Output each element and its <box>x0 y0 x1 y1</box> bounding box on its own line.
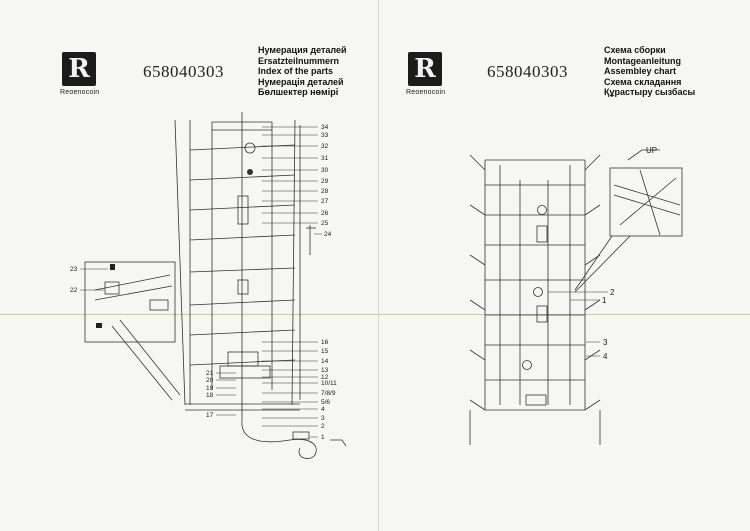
detail-inset-left <box>84 261 181 401</box>
title-ua: Нумерація деталей <box>258 76 344 87</box>
product-code-right: 658040303 <box>487 62 568 81</box>
part-number: 31 <box>321 155 329 162</box>
part-number: 24 <box>324 231 332 238</box>
part-number: 7/8/9 <box>321 390 336 397</box>
part-number: 19 <box>206 385 214 392</box>
product-code-left: 658040303 <box>143 62 224 81</box>
part-number: 17 <box>206 412 214 419</box>
title-ru: Схема сборки <box>604 45 666 55</box>
guide-line <box>0 314 750 315</box>
part-number: 22 <box>70 287 78 294</box>
part-number: 10/11 <box>321 380 337 387</box>
assembly-chart <box>469 149 683 445</box>
part-number: 27 <box>321 198 329 205</box>
title-en: Assembley chart <box>604 66 677 76</box>
bulb-icon <box>533 287 543 297</box>
bulb-icon <box>522 360 532 370</box>
part-number: 13 <box>321 367 329 374</box>
detail-label-up: UP <box>646 146 657 155</box>
title-block-right: Схема сборки Montageanleitung Assembley … <box>604 45 695 98</box>
part-number: 34 <box>321 124 329 131</box>
part-number: 2 <box>321 423 325 430</box>
title-ru: Нумерация деталей <box>258 45 347 55</box>
title-block-left: Нумерация деталей Ersatzteilnummern Inde… <box>258 45 347 98</box>
callout-number: 3 <box>603 338 608 347</box>
part-number: 33 <box>321 132 329 139</box>
title-ua: Схема складання <box>604 76 682 87</box>
title-de: Ersatzteilnummern <box>258 55 340 66</box>
part-number: 15 <box>321 348 329 355</box>
title-kz: Бөлшектер нөмірі <box>258 87 339 97</box>
part-number: 28 <box>321 188 329 195</box>
bulb-icon <box>244 142 256 154</box>
part-number: 26 <box>321 210 329 217</box>
part-number: 4 <box>321 406 325 413</box>
logo-glyph: R <box>414 54 436 84</box>
part-number: 3 <box>321 415 325 422</box>
part-number: 16 <box>321 339 329 346</box>
logo-glyph: R <box>68 54 90 84</box>
brand-logo-right: R <box>408 52 442 86</box>
part-number: 23 <box>70 266 78 273</box>
brand-logo-left: R <box>62 52 96 86</box>
logo-text-right: Reoenocoin <box>406 89 446 96</box>
part-number: 5/6 <box>321 399 330 406</box>
callout-number: 1 <box>602 296 607 305</box>
part-number: 29 <box>321 178 329 185</box>
part-number: 21 <box>206 370 214 377</box>
title-kz: Құрастыру сызбасы <box>604 87 696 97</box>
part-number: 12 <box>321 374 329 381</box>
part-number: 14 <box>321 358 329 365</box>
bulb-icon <box>537 205 547 215</box>
logo-text-left: Reoenocoin <box>60 89 100 96</box>
title-de: Montageanleitung <box>604 55 681 66</box>
part-number: 18 <box>206 392 214 399</box>
part-number: 32 <box>321 143 329 150</box>
part-number: 30 <box>321 167 329 174</box>
title-en: Index of the parts <box>258 66 334 76</box>
callout-number: 2 <box>610 288 615 297</box>
callout-number: 4 <box>603 352 608 361</box>
page-fold <box>378 0 379 531</box>
part-number: 25 <box>321 220 329 227</box>
part-number: 20 <box>206 377 214 384</box>
part-number: 1 <box>321 434 325 441</box>
